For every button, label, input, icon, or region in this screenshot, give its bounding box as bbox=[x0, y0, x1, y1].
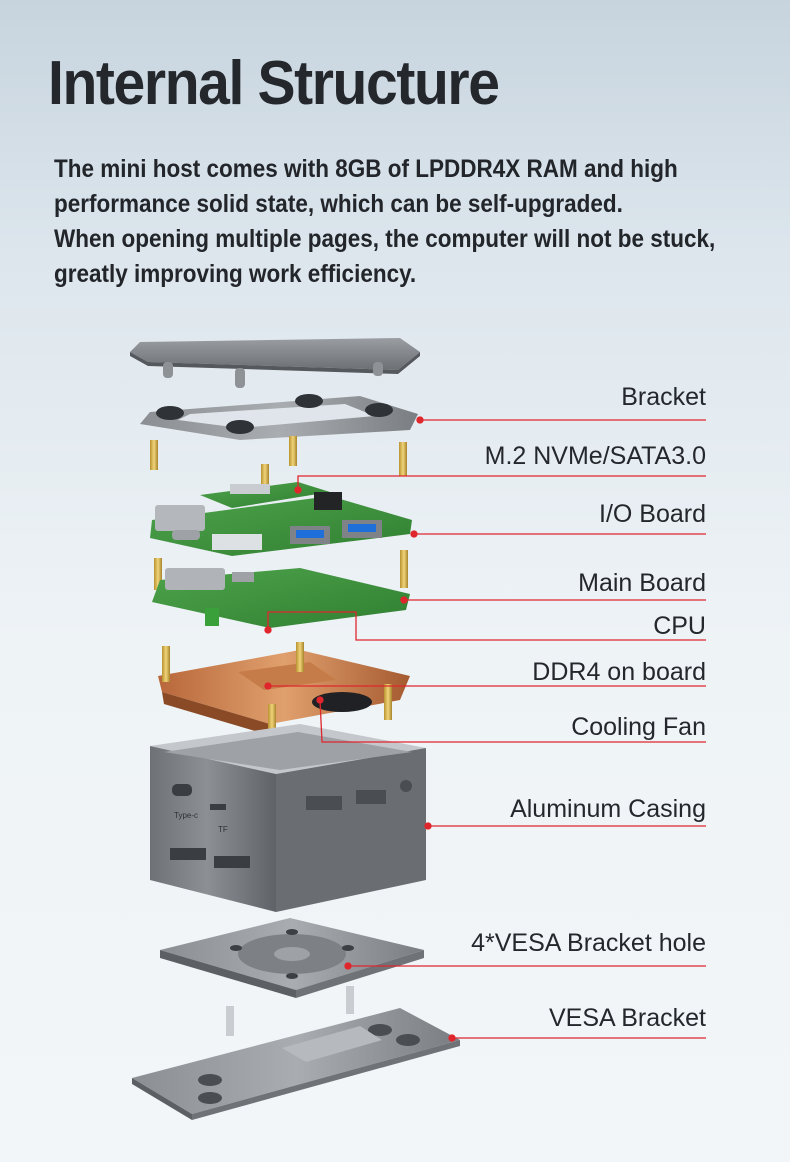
vesa-screws bbox=[226, 986, 354, 1036]
vesa-bracket bbox=[132, 1008, 460, 1120]
page-title: Internal Structure bbox=[48, 49, 500, 118]
callout-main-board: Main Board bbox=[578, 569, 706, 597]
description-line-4: greatly improving work efficiency. bbox=[54, 260, 417, 288]
typec-marking: Type-c bbox=[174, 811, 198, 820]
standoffs-upper bbox=[150, 436, 407, 500]
callout-ddr4: DDR4 on board bbox=[532, 658, 706, 686]
description-line-3: When opening multiple pages, the compute… bbox=[54, 225, 716, 253]
callout-cooling-fan: Cooling Fan bbox=[571, 713, 706, 741]
tf-marking: TF bbox=[218, 825, 228, 834]
leader-lines bbox=[264, 416, 706, 1042]
callout-bracket: Bracket bbox=[621, 383, 706, 411]
main-board bbox=[152, 568, 410, 628]
bracket-frame bbox=[140, 394, 418, 440]
callout-vesa-hole: 4*VESA Bracket hole bbox=[471, 929, 706, 957]
callout-aluminum-casing: Aluminum Casing bbox=[510, 795, 706, 823]
callout-vesa-bracket: VESA Bracket bbox=[548, 1004, 706, 1032]
description-line-1: The mini host comes with 8GB of LPDDR4X … bbox=[54, 155, 678, 183]
description: The mini host comes with 8GB of LPDDR4X … bbox=[54, 152, 784, 292]
io-board bbox=[150, 492, 412, 556]
callout-m2-nvme: M.2 NVMe/SATA3.0 bbox=[484, 442, 706, 470]
copper-heatsink bbox=[158, 642, 410, 742]
callout-io-board: I/O Board bbox=[599, 500, 706, 528]
callout-cpu: CPU bbox=[653, 612, 706, 640]
description-line-2: performance solid state, which can be se… bbox=[54, 190, 623, 218]
top-lid bbox=[130, 338, 420, 388]
aluminum-casing: Type-c TF bbox=[150, 724, 426, 912]
vesa-plate bbox=[160, 918, 424, 998]
